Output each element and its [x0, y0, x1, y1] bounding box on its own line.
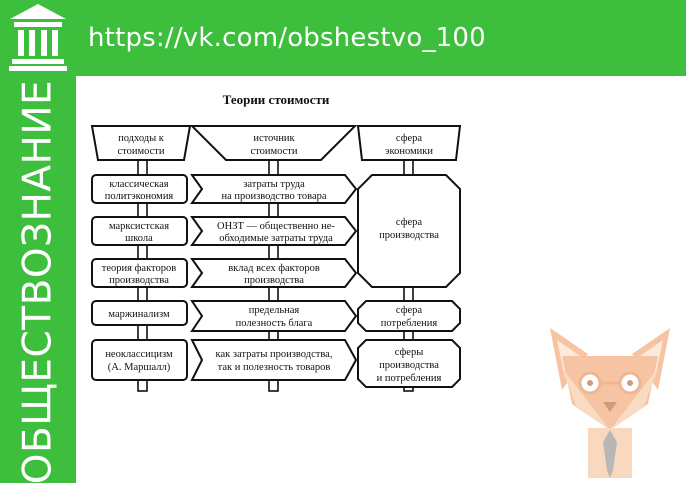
svg-text:производства: производства [379, 360, 439, 371]
svg-text:производства: производства [109, 275, 169, 286]
sources-column: затраты труда на производство товара ОНЗ… [190, 174, 358, 381]
header-source [189, 125, 358, 161]
svg-text:ОНЗТ — общественно не-: ОНЗТ — общественно не- [217, 221, 335, 232]
svg-text:политэкономия: политэкономия [105, 191, 174, 202]
sphere-box [357, 339, 461, 388]
svg-text:сфера: сфера [396, 217, 423, 228]
institution-building-icon [9, 4, 67, 71]
svg-text:сферы: сферы [395, 347, 424, 358]
source-box [190, 258, 358, 288]
svg-text:экономики: экономики [385, 146, 433, 157]
approach-box [91, 216, 188, 246]
header-bar [76, 0, 686, 76]
svg-text:затраты труда: затраты труда [243, 179, 305, 190]
fox-mascot-icon [550, 328, 670, 478]
approach-box [91, 339, 188, 381]
approach-box [91, 174, 188, 204]
svg-text:обходимые затраты труда: обходимые затраты труда [219, 233, 333, 244]
svg-text:неоклассицизм: неоклассицизм [105, 349, 173, 360]
approach-box [91, 258, 188, 288]
svg-text:потребления: потребления [381, 318, 438, 329]
group-url-link[interactable]: https://vk.com/obshestvo_100 [88, 23, 486, 53]
svg-text:стоимости: стоимости [117, 146, 164, 157]
source-box [190, 339, 358, 381]
source-box [190, 300, 358, 332]
svg-text:теория факторов: теория факторов [102, 263, 176, 274]
spheres-column: сфера производства сфера потребления сфе… [357, 174, 461, 388]
svg-text:как затраты производства,: как затраты производства, [216, 349, 333, 360]
sphere-box [357, 300, 461, 332]
svg-text:стоимости: стоимости [250, 146, 297, 157]
svg-text:полезность блага: полезность блага [236, 318, 313, 329]
svg-text:вклад всех факторов: вклад всех факторов [228, 263, 320, 274]
svg-text:источник: источник [253, 133, 295, 144]
source-box [190, 174, 358, 204]
approach-box [91, 300, 188, 326]
header-sphere [356, 125, 462, 161]
svg-text:производства: производства [379, 230, 439, 241]
svg-text:марксистская: марксистская [109, 221, 169, 232]
approaches-column: классическая политэкономия марксистская … [91, 174, 188, 381]
svg-text:(А. Маршалл): (А. Маршалл) [108, 362, 171, 373]
svg-text:так и полезность товаров: так и полезность товаров [218, 362, 331, 373]
svg-text:подходы к: подходы к [118, 133, 165, 144]
svg-text:сфера: сфера [396, 305, 423, 316]
sphere-box [357, 174, 461, 288]
column-headers: подходы к стоимости источник стоимости с… [90, 125, 462, 161]
svg-text:школа: школа [125, 233, 153, 244]
svg-text:сфера: сфера [396, 133, 423, 144]
svg-text:маржинализм: маржинализм [108, 309, 170, 320]
diagram-title: Теории стоимости [223, 92, 330, 107]
svg-text:классическая: классическая [109, 179, 168, 190]
svg-text:на производство товара: на производство товара [221, 191, 326, 202]
sidebar: ОБЩЕСТВОЗНАНИЕ [0, 0, 76, 484]
source-box [190, 216, 358, 246]
svg-text:и потребления: и потребления [377, 373, 442, 384]
svg-text:предельная: предельная [249, 305, 300, 316]
svg-text:производства: производства [244, 275, 304, 286]
header-approaches [90, 125, 192, 161]
